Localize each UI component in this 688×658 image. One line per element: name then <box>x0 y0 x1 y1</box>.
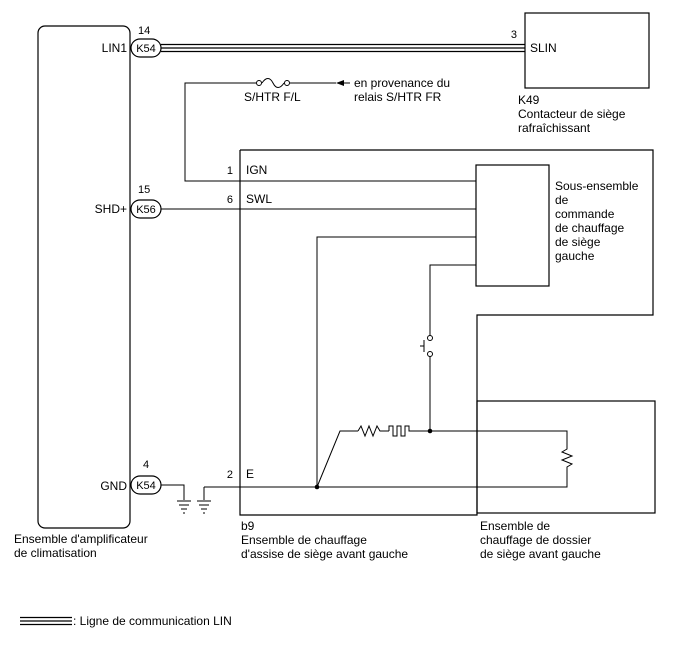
shd-connector-label: K56 <box>136 204 156 216</box>
control-name-line-6: gauche <box>555 249 595 263</box>
control-name-line-2: de <box>555 193 569 207</box>
cushion-heater-wire <box>316 430 358 488</box>
amplifier-name-line-2: de climatisation <box>14 546 97 560</box>
control-subassembly-box <box>475 164 550 287</box>
seat-cushion-name-line-2: d'assise de siège avant gauche <box>241 547 408 561</box>
cooling-switch-pin-label: SLIN <box>530 41 557 55</box>
ground-icon-seat <box>197 500 211 514</box>
control-name-line-5: de siège <box>555 235 601 249</box>
swl-pin-label: SWL <box>246 192 272 206</box>
seatback-return-wire <box>317 470 568 488</box>
ign-pin-label: IGN <box>246 163 267 177</box>
seat-cushion-code: b9 <box>241 519 255 533</box>
resistor-icon <box>357 424 389 438</box>
lin-communication-line <box>161 43 525 53</box>
heater-coil-icon <box>388 425 430 437</box>
seatback-name-line-2: chauffage de dossier <box>480 533 591 547</box>
seatback-feed-wire <box>430 430 568 447</box>
fuse-source-line-1: en provenance du <box>354 76 450 90</box>
cooling-switch-pin-number: 3 <box>511 29 517 41</box>
swl-pin-number: 6 <box>227 194 233 206</box>
thermistor-wire <box>429 264 476 336</box>
seatback-resistor-icon <box>560 447 574 470</box>
cooling-switch-name-line-1: Contacteur de siège <box>518 107 626 121</box>
thermostat-switch-icon <box>420 335 433 357</box>
seat-cushion-box <box>239 149 654 516</box>
ign-pin-number: 1 <box>227 165 233 177</box>
ign-wire-left <box>184 82 476 182</box>
gnd-pin-label: GND <box>100 479 127 493</box>
control-name-line-1: Sous-ensemble <box>555 179 639 193</box>
control-name-line-4: de chauffage <box>555 221 625 235</box>
fuse-icon <box>256 78 290 88</box>
lin1-pin-label: LIN1 <box>102 41 128 55</box>
legend-text: : Ligne de communication LIN <box>73 614 232 628</box>
amplifier-name-line-1: Ensemble d'amplificateur <box>14 532 148 546</box>
cooling-switch-name-line-2: rafraîchissant <box>518 121 591 135</box>
seat-cushion-name-line-1: Ensemble de chauffage <box>241 533 367 547</box>
fuse-source-line-2: relais S/HTR FR <box>354 90 442 104</box>
shd-pin-number: 15 <box>138 184 150 196</box>
e-pin-number: 2 <box>227 469 233 481</box>
gnd-pin-number: 4 <box>143 459 149 471</box>
amplifier-box <box>37 25 131 529</box>
shd-pin-label: SHD+ <box>95 202 127 216</box>
gnd-connector-label: K54 <box>136 480 156 492</box>
lin1-connector-label: K54 <box>136 43 156 55</box>
cooling-switch-code: K49 <box>518 93 540 107</box>
legend-lin-line-icon <box>20 616 72 626</box>
cooling-switch-box <box>524 12 650 89</box>
e-pin-label: E <box>246 467 254 481</box>
control-name-line-3: commande <box>555 207 615 221</box>
ground-return-wire <box>316 236 476 487</box>
gnd-wire <box>161 484 185 500</box>
junction-dot-ground <box>314 484 320 490</box>
ground-icon-amplifier <box>177 500 191 514</box>
fuse-label: S/HTR F/L <box>244 90 301 104</box>
seatback-name-line-3: de siège avant gauche <box>480 547 601 561</box>
seatback-name-line-1: Ensemble de <box>480 519 550 533</box>
seatback-box <box>476 400 656 514</box>
lin1-pin-number: 14 <box>138 25 150 37</box>
